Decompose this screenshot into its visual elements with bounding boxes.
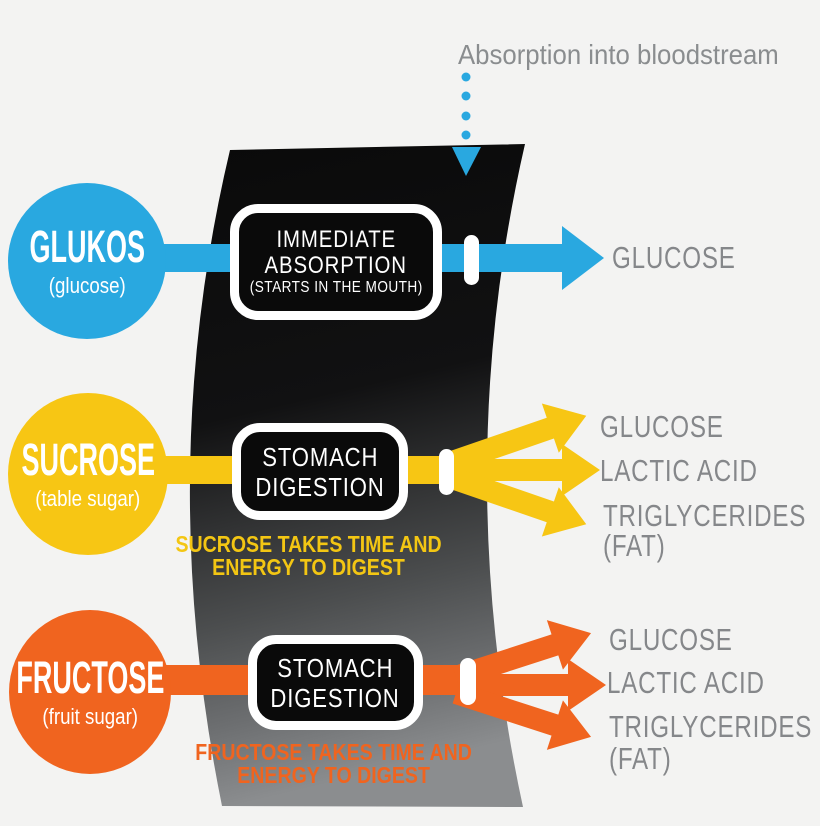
sucrose-pill-connector [439, 449, 454, 495]
sucrose-circle-title: SUCROSE [21, 433, 155, 485]
glucose-pill-connector [464, 235, 479, 285]
glucose-circle-subtitle: (glucose) [48, 272, 126, 298]
fructose-caption: FRUCTOSE TAKES TIME AND ENERGY TO DIGEST [195, 741, 472, 787]
sucrose-circle: SUCROSE (table sugar) [8, 393, 168, 555]
sucrose-output-fat: (FAT) [603, 528, 666, 563]
header-label: Absorption into bloodstream [458, 39, 779, 70]
fructose-output-lactic-acid: LACTIC ACID [607, 665, 765, 700]
glucose-output-label: GLUCOSE [612, 240, 736, 275]
sucrose-output-arrows-icon [448, 403, 600, 537]
fructose-stomach-digestion-box: STOMACH DIGESTION [248, 635, 423, 730]
fructose-pill-connector [460, 658, 476, 705]
immediate-absorption-box: IMMEDIATE ABSORPTION (STARTS IN THE MOUT… [230, 204, 442, 320]
sucrose-output-glucose: GLUCOSE [600, 409, 724, 444]
sucrose-caption-line2: ENERGY TO DIGEST [212, 554, 405, 580]
fructose-caption-line2: ENERGY TO DIGEST [237, 762, 430, 788]
sucrose-caption: SUCROSE TAKES TIME AND ENERGY TO DIGEST [175, 533, 441, 579]
fructose-circle: FRUCTOSE (fruit sugar) [9, 610, 171, 774]
box3-line2: DIGESTION [270, 682, 401, 713]
fructose-output-triglycerides: TRIGLYCERIDES [609, 709, 813, 744]
box2-line1: STOMACH [261, 441, 379, 472]
absorption-dotted-arrow-icon [452, 72, 481, 176]
glucose-circle-title: GLUKOS [29, 220, 145, 272]
box1-line1: IMMEDIATE [276, 226, 396, 253]
sucrose-output-triglycerides: TRIGLYCERIDES [603, 498, 807, 533]
box1-line2: ABSORPTION [264, 252, 408, 279]
fructose-circle-title: FRUCTOSE [15, 651, 165, 703]
box2-line2: DIGESTION [255, 471, 385, 502]
box1-line3: (STARTS IN THE MOUTH) [249, 279, 423, 296]
sucrose-output-lactic-acid: LACTIC ACID [600, 453, 758, 488]
sucrose-caption-line1: SUCROSE TAKES TIME AND [175, 531, 442, 557]
fructose-circle-subtitle: (fruit sugar) [42, 703, 138, 729]
box3-line1: STOMACH [277, 652, 394, 683]
sucrose-stomach-digestion-box: STOMACH DIGESTION [232, 423, 408, 520]
fructose-output-arrows-icon [452, 620, 606, 750]
fructose-output-glucose: GLUCOSE [609, 622, 733, 657]
fructose-output-fat: (FAT) [609, 741, 672, 776]
fructose-caption-line1: FRUCTOSE TAKES TIME AND [195, 739, 472, 765]
glucose-circle: GLUKOS (glucose) [8, 183, 166, 339]
sucrose-circle-subtitle: (table sugar) [35, 485, 141, 511]
